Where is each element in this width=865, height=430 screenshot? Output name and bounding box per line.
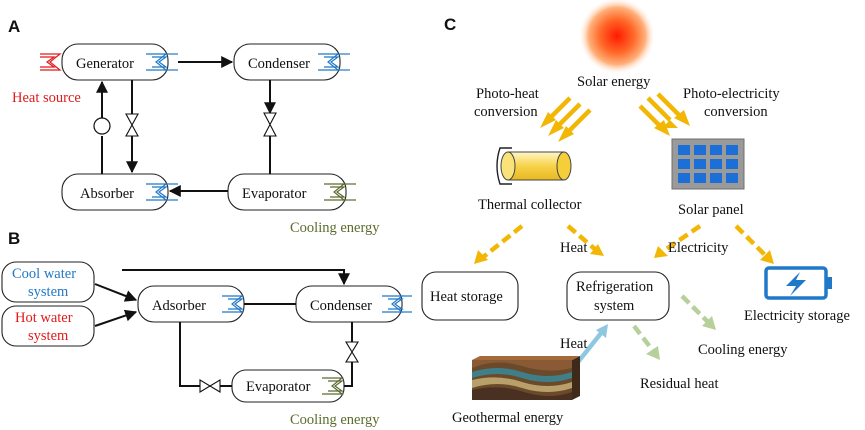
arrow-to-cooling-energy bbox=[680, 294, 710, 324]
residual-heat-label: Residual heat bbox=[640, 376, 719, 392]
cool-water-line2: system bbox=[28, 284, 69, 300]
cool-water-line1: Cool water bbox=[12, 266, 76, 282]
sun-icon bbox=[579, 0, 655, 74]
photo-heat-line2: conversion bbox=[474, 104, 538, 120]
heat-storage-box bbox=[421, 271, 519, 321]
panel-b: B Cool water system Hot water system Ads… bbox=[1, 229, 412, 428]
pump-a bbox=[93, 117, 111, 135]
panel-c-label: C bbox=[444, 15, 456, 34]
thermal-collector-label: Thermal collector bbox=[478, 197, 582, 213]
hot-water-line1: Hot water bbox=[15, 310, 73, 326]
generator-cooling-coil bbox=[146, 53, 168, 71]
valve-a-right bbox=[263, 112, 277, 137]
cooling-energy-b-label: Cooling energy bbox=[290, 412, 380, 428]
geothermal-heat-label: Heat bbox=[560, 336, 587, 352]
valve-b-bottom bbox=[199, 379, 221, 393]
cooling-energy-a-label: Cooling energy bbox=[290, 220, 380, 236]
refrigeration-box bbox=[566, 271, 670, 321]
arrow-hot-water-to-adsorber bbox=[94, 309, 138, 327]
photo-heat-line1: Photo-heat bbox=[476, 86, 539, 102]
electricity-storage-label: Electricity storage bbox=[744, 308, 850, 324]
photo-elec-arrows bbox=[638, 92, 690, 136]
evaporator-a-label: Evaporator bbox=[242, 186, 307, 202]
geothermal-energy-label: Geothermal energy bbox=[452, 410, 564, 426]
solar-panel-label: Solar panel bbox=[678, 202, 744, 218]
photo-elec-line1: Photo-electricity bbox=[683, 86, 780, 102]
generator-box bbox=[61, 43, 169, 81]
arrow-to-residual-heat bbox=[632, 324, 656, 354]
condenser-a-label: Condenser bbox=[248, 56, 310, 72]
refrigeration-line2: system bbox=[594, 298, 635, 314]
hot-water-line2: system bbox=[28, 328, 69, 344]
cool-water-box bbox=[1, 261, 95, 303]
heat-storage-label: Heat storage bbox=[430, 289, 503, 305]
cooling-energy-c-label: Cooling energy bbox=[698, 342, 788, 358]
battery-icon bbox=[764, 266, 832, 300]
thermal-collector-icon bbox=[496, 147, 572, 185]
panel-a-label: A bbox=[8, 17, 20, 36]
heat-to-refrigeration-label: Heat bbox=[560, 240, 587, 256]
panel-c: C Solar energy Photo-heat conversion Pho… bbox=[421, 0, 850, 426]
valve-a-left bbox=[125, 113, 139, 137]
arrow-top-to-condenser bbox=[122, 269, 350, 286]
generator-label: Generator bbox=[76, 56, 134, 72]
solar-energy-label: Solar energy bbox=[577, 74, 651, 90]
dashed-gold-arrows bbox=[480, 224, 768, 260]
refrigeration-line1: Refrigeration bbox=[576, 279, 654, 295]
valve-b-right bbox=[345, 341, 359, 363]
heat-source-label: Heat source bbox=[12, 90, 81, 106]
photo-heat-arrows bbox=[540, 96, 592, 142]
panel-b-label: B bbox=[8, 229, 20, 248]
condenser-b-label: Condenser bbox=[310, 298, 372, 314]
electricity-label: Electricity bbox=[668, 240, 729, 256]
adsorber-label: Adsorber bbox=[152, 298, 206, 314]
generator-heat-source-coil bbox=[40, 53, 62, 71]
absorber-box bbox=[61, 173, 169, 211]
solar-panel-icon bbox=[671, 138, 745, 190]
hot-water-box bbox=[1, 305, 95, 347]
photo-elec-line2: conversion bbox=[704, 104, 768, 120]
arrow-cool-water-to-adsorber bbox=[94, 283, 138, 302]
condenser-a-box bbox=[233, 43, 341, 81]
arrow-geothermal-heat bbox=[576, 330, 604, 364]
panel-a: A Generator Heat source Condenser Absorb… bbox=[8, 17, 380, 236]
evaporator-b-label: Evaporator bbox=[246, 379, 311, 395]
absorber-label: Absorber bbox=[80, 186, 134, 202]
geothermal-icon bbox=[472, 356, 580, 400]
